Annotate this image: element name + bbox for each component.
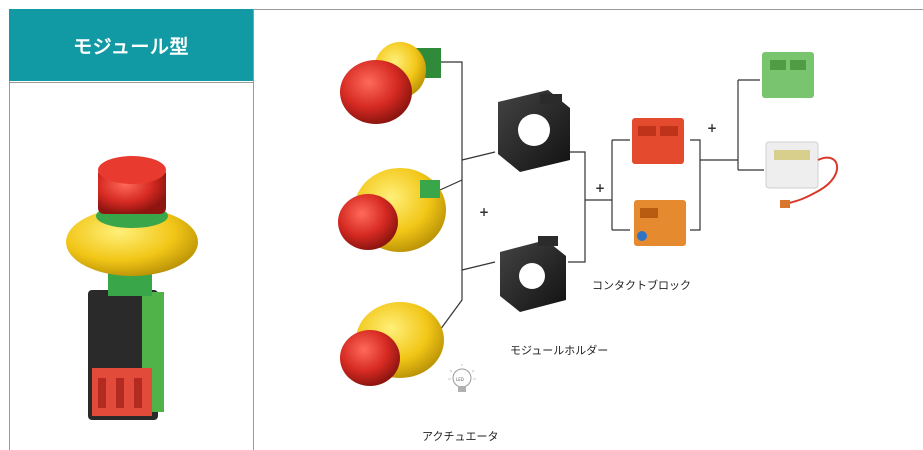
plus-sign-2: + — [595, 181, 605, 195]
actuator-illuminated — [340, 302, 444, 386]
module-holder-top — [498, 90, 570, 172]
led-bulb-icon — [448, 364, 476, 392]
contact-block-orange — [634, 200, 686, 246]
left-panel-header: モジュール型 — [9, 9, 253, 81]
left-panel: モジュール型 — [9, 9, 254, 450]
module-holder-label: モジュールホルダー — [510, 344, 609, 357]
actuator-label: アクチュエータ — [422, 430, 499, 443]
plus-sign-1: + — [479, 205, 489, 219]
plus-sign-3: + — [707, 121, 717, 135]
contact-block-red — [632, 118, 684, 164]
led-label: LED — [456, 377, 464, 382]
contact-block-label: コンタクトブロック — [592, 279, 691, 292]
actuator-yellow-collar — [338, 168, 446, 252]
module-holder-bottom — [500, 236, 566, 312]
product-estop-module — [66, 156, 198, 420]
content-frame — [9, 9, 923, 450]
actuator-red-mushroom — [340, 42, 441, 124]
module-white-with-cable — [765, 141, 839, 208]
connector-lines — [439, 61, 764, 331]
module-green — [762, 52, 814, 98]
left-panel-title: モジュール型 — [73, 35, 189, 58]
left-panel-divider — [9, 82, 253, 83]
